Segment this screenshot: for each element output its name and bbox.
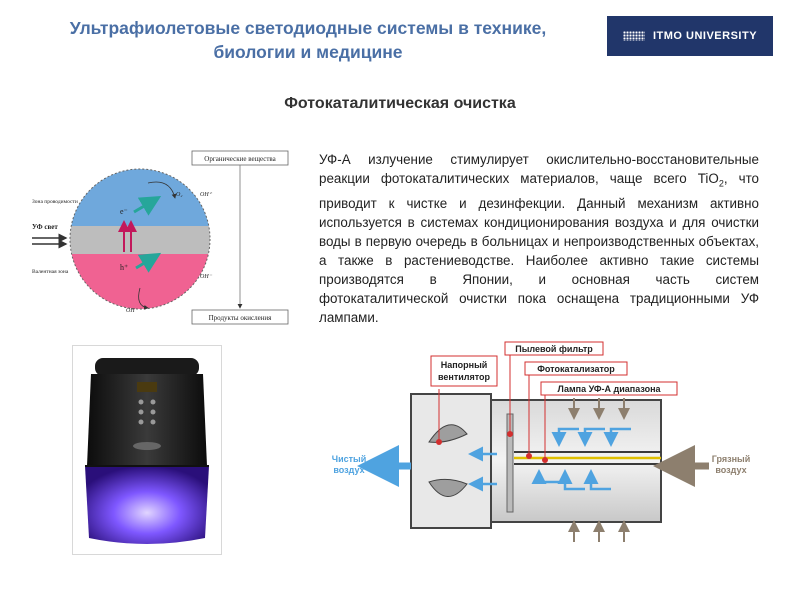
band-gap (70, 226, 210, 254)
species-oh-mid: OH⁻ (200, 274, 213, 280)
purifier-display (137, 382, 157, 392)
photocatalysis-band-diagram: e⁻ h⁺ Зона проводимости УФ свет Валентна… (32, 150, 289, 325)
species-o2: O₂ (176, 192, 182, 198)
purifier-uv-tank (85, 466, 209, 544)
organics-label: Органические вещества (204, 155, 276, 163)
paragraph-subscript: 2 (718, 178, 724, 189)
paragraph-part-1: УФ-А излучение стимулирует окислительно-… (319, 152, 759, 186)
species-oh-bot: OH (126, 308, 135, 314)
logo-text: ITMO UNIVERSITY (652, 30, 758, 42)
page-title: Ультрафиолетовые светодиодные системы в … (69, 18, 547, 62)
uv-lamp-label: Лампа УФ-А диапазона (557, 384, 661, 394)
dust-filter-label: Пылевой фильтр (515, 344, 593, 354)
purifier-badge (133, 442, 161, 450)
products-box (191, 309, 289, 325)
fan-blade-bottom (428, 478, 468, 497)
valence-zone-label: Валентная зона (32, 269, 69, 275)
products-label: Продукты окисления (209, 314, 273, 322)
band-circle (70, 169, 210, 309)
electron-transfer-arrow (133, 195, 162, 216)
fan-chamber (410, 393, 492, 529)
paragraph-part-2: , что приводит к чистке и дезинфекции. Д… (319, 171, 759, 325)
air-purifier-photo (72, 345, 222, 555)
uv-light-label: УФ свет (32, 223, 58, 231)
section-subtitle: Фотокаталитическая очистка (284, 95, 516, 112)
hole-transfer-arrow (135, 252, 162, 273)
purifier-body (87, 374, 207, 466)
hole-label: h⁺ (120, 263, 128, 272)
photocatalyst-label: Фотокатализатор (537, 364, 615, 374)
electron-label: e⁻ (120, 207, 128, 216)
conduction-zone-label: Зона проводимости (32, 199, 78, 205)
itmo-logo: ITMO UNIVERSITY (607, 16, 773, 56)
logo-dots-icon (622, 31, 645, 41)
description-paragraph: УФ-А излучение стимулирует окислительно-… (319, 150, 759, 327)
species-oh-top: OH⁺ (200, 191, 213, 198)
purifier-top (95, 358, 199, 376)
